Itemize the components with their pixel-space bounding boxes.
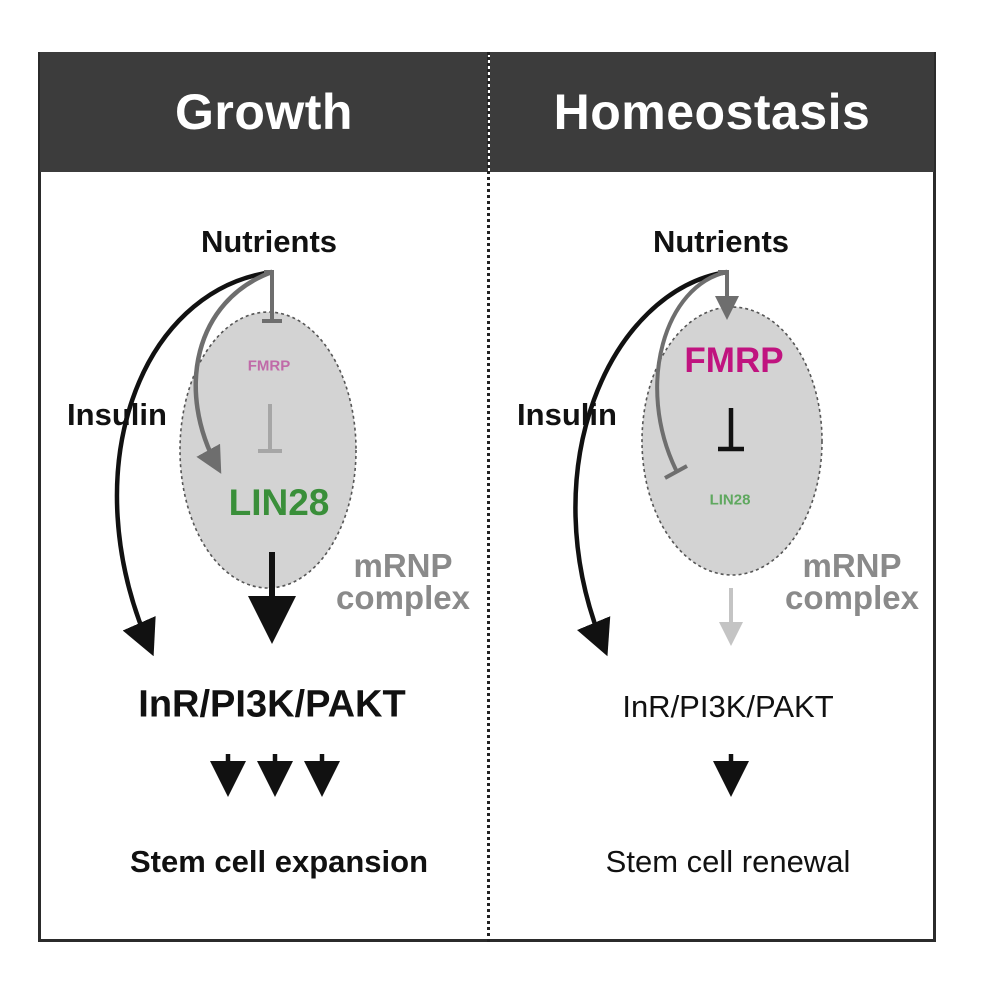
growth-complex-label-2: complex xyxy=(336,579,470,616)
homeostasis-nutrients-lin28-inhibit xyxy=(655,270,728,471)
growth-fmrp-label: FMRP xyxy=(247,357,291,375)
growth-pathway-label: InR/PI3K/PAKT xyxy=(138,683,406,726)
homeostasis-pathway-label: InR/PI3K/PAKT xyxy=(622,689,834,724)
growth-nutrients-label: Nutrients xyxy=(200,224,338,259)
homeostasis-fmrp-label: FMRP xyxy=(684,341,784,380)
growth-title: Growth xyxy=(175,84,353,140)
homeostasis-insulin-label: Insulin xyxy=(517,397,617,432)
growth-nutrients-lin28-arrow xyxy=(193,269,273,474)
homeostasis-header: Homeostasis xyxy=(490,52,934,172)
homeostasis-nutrients-lin28-bar xyxy=(664,464,688,480)
homeostasis-outcome-label: Stem cell renewal xyxy=(605,844,851,879)
growth-lin28-label: LIN28 xyxy=(228,482,330,523)
homeostasis-insulin-arrow xyxy=(573,269,728,657)
growth-outcome-label: Stem cell expansion xyxy=(129,844,429,879)
growth-insulin-label: Insulin xyxy=(67,397,167,432)
growth-nutrients-fmrp-inhibit xyxy=(264,270,274,320)
growth-insulin-arrow xyxy=(114,269,273,657)
homeostasis-complex-label-2: complex xyxy=(785,579,919,616)
panel-divider xyxy=(487,52,490,942)
homeostasis-nutrients-label: Nutrients xyxy=(652,224,790,259)
homeostasis-complex-label-1: mRNP xyxy=(802,547,902,584)
growth-header: Growth xyxy=(40,52,488,172)
homeostasis-lin28-label: LIN28 xyxy=(709,491,751,509)
growth-complex-label-1: mRNP xyxy=(353,547,453,584)
homeostasis-title: Homeostasis xyxy=(553,84,871,140)
